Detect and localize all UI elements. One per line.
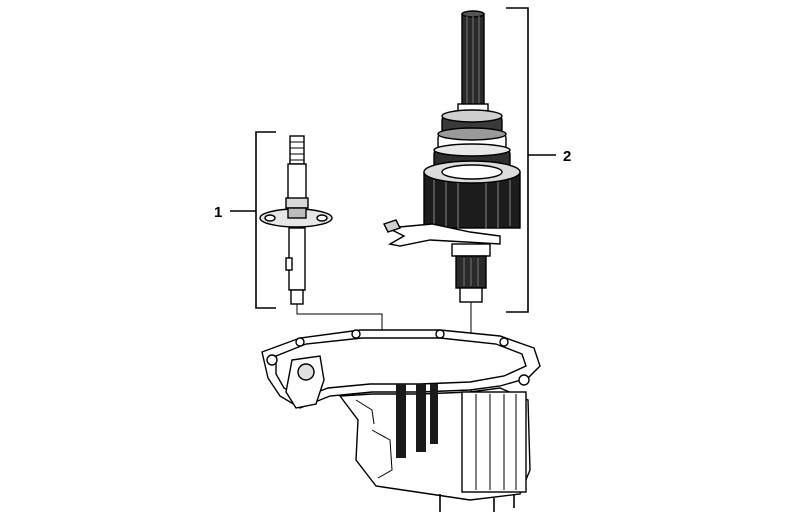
- main-shaft-gear-assembly: [383, 10, 521, 303]
- callout-2-group: 2: [506, 7, 571, 313]
- callout-1-label: 1: [214, 204, 222, 221]
- shift-shaft-part: [259, 135, 333, 305]
- callout-1-bracket: [255, 131, 276, 309]
- transmission-case-housing: [261, 329, 541, 512]
- callout-1-group: 1: [214, 131, 276, 309]
- callout-2-bracket: [506, 7, 529, 313]
- callout-2-label: 2: [563, 148, 571, 165]
